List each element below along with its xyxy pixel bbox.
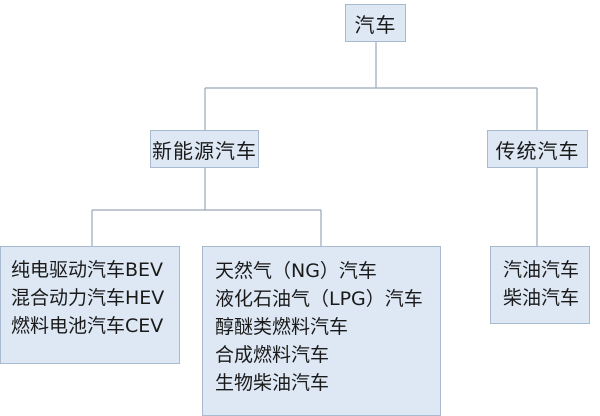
node-vehicle-root: 汽车 <box>345 4 406 42</box>
node-traditional-vehicle-types: 汽油汽车 柴油汽车 <box>490 246 590 324</box>
list-item-synthetic-fuel: 合成燃料汽车 <box>215 344 330 366</box>
list-item-biodiesel: 生物柴油汽车 <box>215 372 330 394</box>
list-item-hev: 混合动力汽车HEV <box>11 287 165 309</box>
node-electric-vehicle-types: 纯电驱动汽车BEV 混合动力汽车HEV 燃料电池汽车CEV <box>0 246 180 364</box>
list-item-gasoline: 汽油汽车 <box>503 259 580 281</box>
vehicle-classification-diagram: 汽车 新能源汽车 传统汽车 纯电驱动汽车BEV 混合动力汽车HEV 燃料电池汽车… <box>0 4 590 416</box>
node-vehicle-root-label: 汽车 <box>354 12 397 37</box>
node-new-energy-vehicle: 新能源汽车 <box>150 130 259 168</box>
list-item-cev: 燃料电池汽车CEV <box>11 315 164 337</box>
node-new-energy-vehicle-label: 新能源汽车 <box>152 138 257 163</box>
node-traditional-vehicle: 传统汽车 <box>487 130 588 168</box>
connector-lines <box>91 42 538 246</box>
list-item-ng: 天然气（NG）汽车 <box>215 260 377 282</box>
node-traditional-vehicle-label: 传统汽车 <box>495 138 580 163</box>
list-item-alcohol-ether: 醇醚类燃料汽车 <box>215 316 349 338</box>
list-item-lpg: 液化石油气（LPG）汽车 <box>215 288 423 310</box>
list-item-bev: 纯电驱动汽车BEV <box>11 259 164 281</box>
node-alternative-fuel-types: 天然气（NG）汽车 液化石油气（LPG）汽车 醇醚类燃料汽车 合成燃料汽车 生物… <box>202 246 441 416</box>
list-item-diesel: 柴油汽车 <box>503 287 580 309</box>
